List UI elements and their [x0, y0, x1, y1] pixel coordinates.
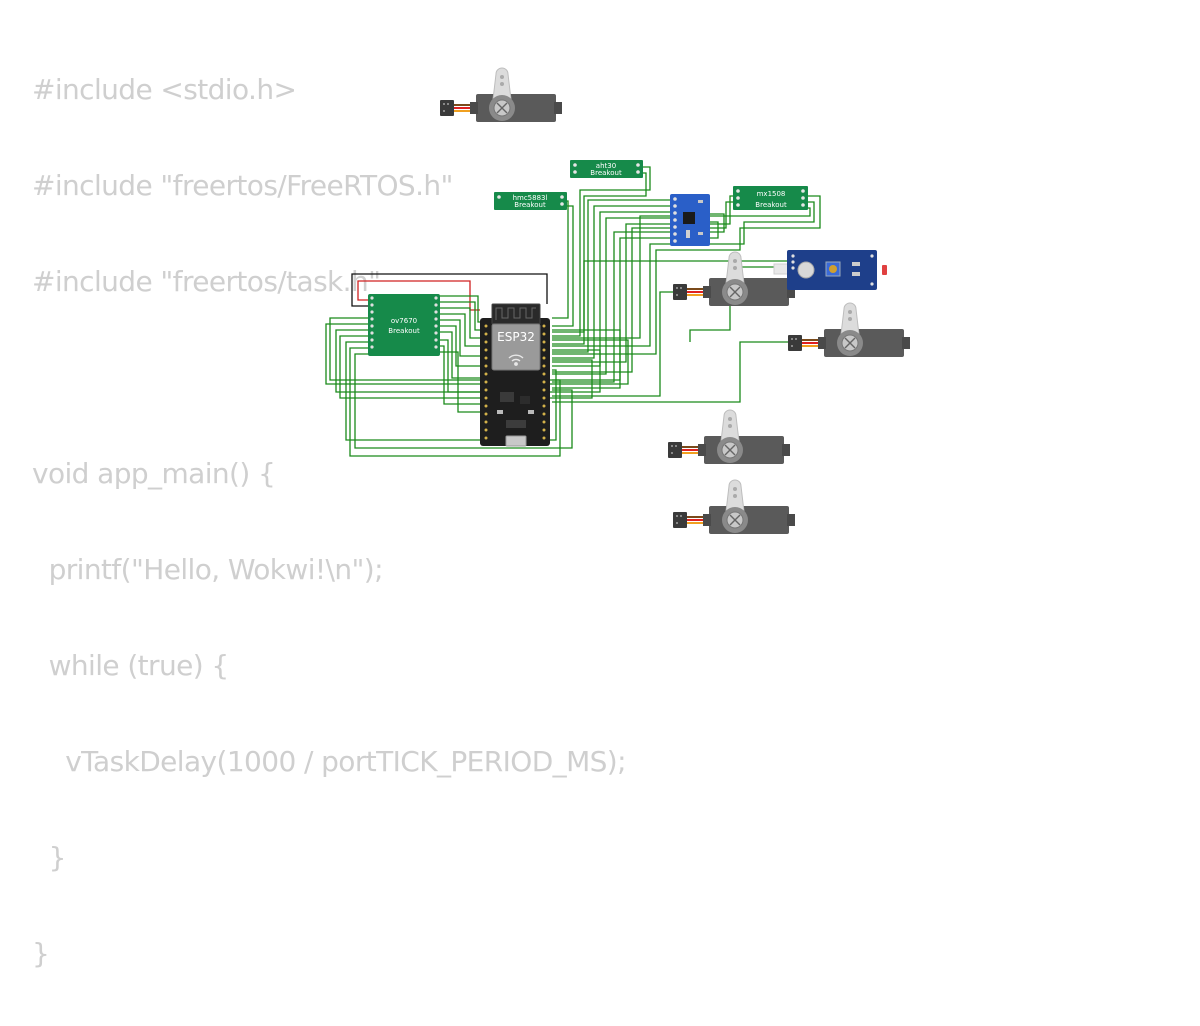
ov7670-label: ov7670	[391, 317, 417, 325]
hmc5883l-label: hmc5883l	[513, 194, 548, 202]
circuit-canvas[interactable]: aht30 Breakout hmc5883l Breakout mx1508	[0, 0, 1200, 630]
wires	[325, 166, 821, 457]
code-line-6: printf("Hello, Wokwi!\n");	[32, 553, 384, 586]
esp32-devkit[interactable]: ESP32	[480, 303, 550, 447]
code-line-1: #include <stdio.h>	[32, 73, 297, 106]
ov7670-breakout[interactable]: ov7670 Breakout	[368, 294, 440, 356]
aht30-label: aht30	[596, 162, 616, 170]
code-line-9: }	[32, 841, 67, 874]
aht30-breakout[interactable]: aht30 Breakout	[570, 160, 643, 178]
code-line-8: vTaskDelay(1000 / portTICK_PERIOD_MS);	[32, 745, 626, 778]
esp32-label: ESP32	[497, 330, 535, 344]
code-line-2: #include "freertos/FreeRTOS.h"	[32, 169, 453, 202]
servo-motor-5[interactable]	[672, 479, 796, 535]
aht30-sublabel: Breakout	[590, 169, 622, 177]
code-line-5: void app_main() {	[32, 457, 276, 490]
servo-motor-4[interactable]	[667, 409, 791, 465]
code-line-3: #include "freertos/task.h"	[32, 265, 381, 298]
mx1508-label: mx1508	[757, 190, 786, 198]
wifi-icon	[508, 354, 524, 366]
ov7670-sublabel: Breakout	[388, 327, 420, 335]
hmc5883l-sublabel: Breakout	[514, 201, 546, 209]
servo-motor-3[interactable]	[787, 302, 911, 358]
servo-motor-1[interactable]	[439, 67, 563, 123]
mpu6050-module[interactable]	[670, 194, 710, 246]
code-line-7: while (true) {	[32, 649, 230, 682]
sensor-module[interactable]	[773, 250, 887, 290]
code-line-10: }	[32, 937, 50, 970]
mx1508-sublabel: Breakout	[755, 201, 787, 209]
servo-motor-2[interactable]	[672, 251, 796, 307]
mx1508-breakout[interactable]: mx1508 Breakout	[733, 186, 808, 210]
hmc5883l-breakout[interactable]: hmc5883l Breakout	[494, 192, 567, 210]
